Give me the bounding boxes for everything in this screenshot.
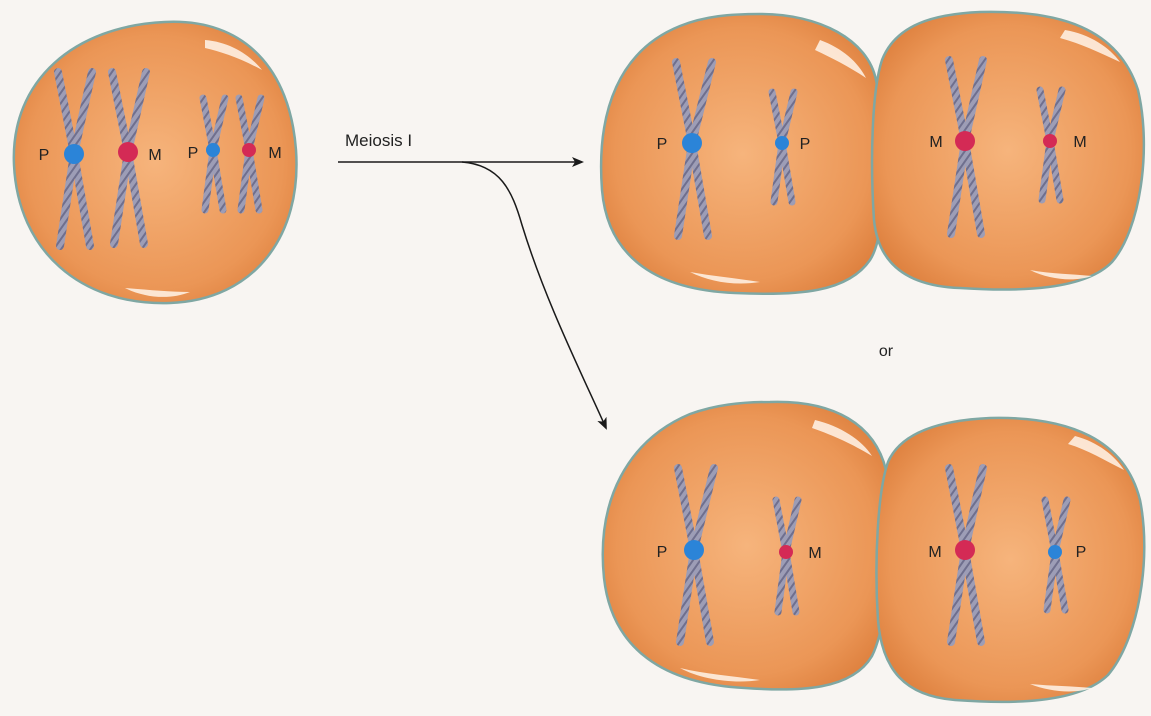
label-paternal: P [800, 136, 811, 153]
centromere-paternal [206, 143, 220, 157]
centromere-maternal [779, 545, 793, 559]
centromere-maternal [118, 142, 138, 162]
daughter-cell-top-left: P P [601, 14, 884, 294]
daughter-pair-top: P P M [601, 12, 1144, 294]
centromere-maternal [1043, 134, 1057, 148]
cell-membrane [876, 418, 1144, 702]
or-label: or [879, 343, 894, 360]
label-maternal: M [808, 545, 821, 562]
meiosis-i-label: Meiosis I [345, 131, 412, 150]
centromere-paternal [682, 133, 702, 153]
centromere-maternal [242, 143, 256, 157]
centromere-paternal [775, 136, 789, 150]
label-paternal: P [1076, 544, 1087, 561]
label-maternal: M [148, 147, 161, 164]
centromere-maternal [955, 540, 975, 560]
meiosis-arrows: Meiosis I [338, 131, 606, 428]
centromere-paternal [64, 144, 84, 164]
arrow-to-bottom-pair [462, 162, 606, 428]
daughter-cell-top-right: M M [872, 12, 1144, 290]
label-maternal: M [268, 145, 281, 162]
label-maternal: M [929, 134, 942, 151]
label-paternal: P [188, 145, 199, 162]
centromere-paternal [1048, 545, 1062, 559]
daughter-cell-bottom-left: P M [603, 402, 891, 690]
label-paternal: P [657, 136, 668, 153]
parent-cell: P M P M [14, 22, 297, 303]
daughter-pair-bottom: P M M [603, 402, 1144, 702]
label-maternal: M [1073, 134, 1086, 151]
label-paternal: P [657, 544, 668, 561]
cell-membrane [603, 402, 891, 690]
centromere-paternal [684, 540, 704, 560]
daughter-cell-bottom-right: M P [876, 418, 1144, 702]
label-paternal: P [39, 147, 50, 164]
centromere-maternal [955, 131, 975, 151]
label-maternal: M [928, 544, 941, 561]
